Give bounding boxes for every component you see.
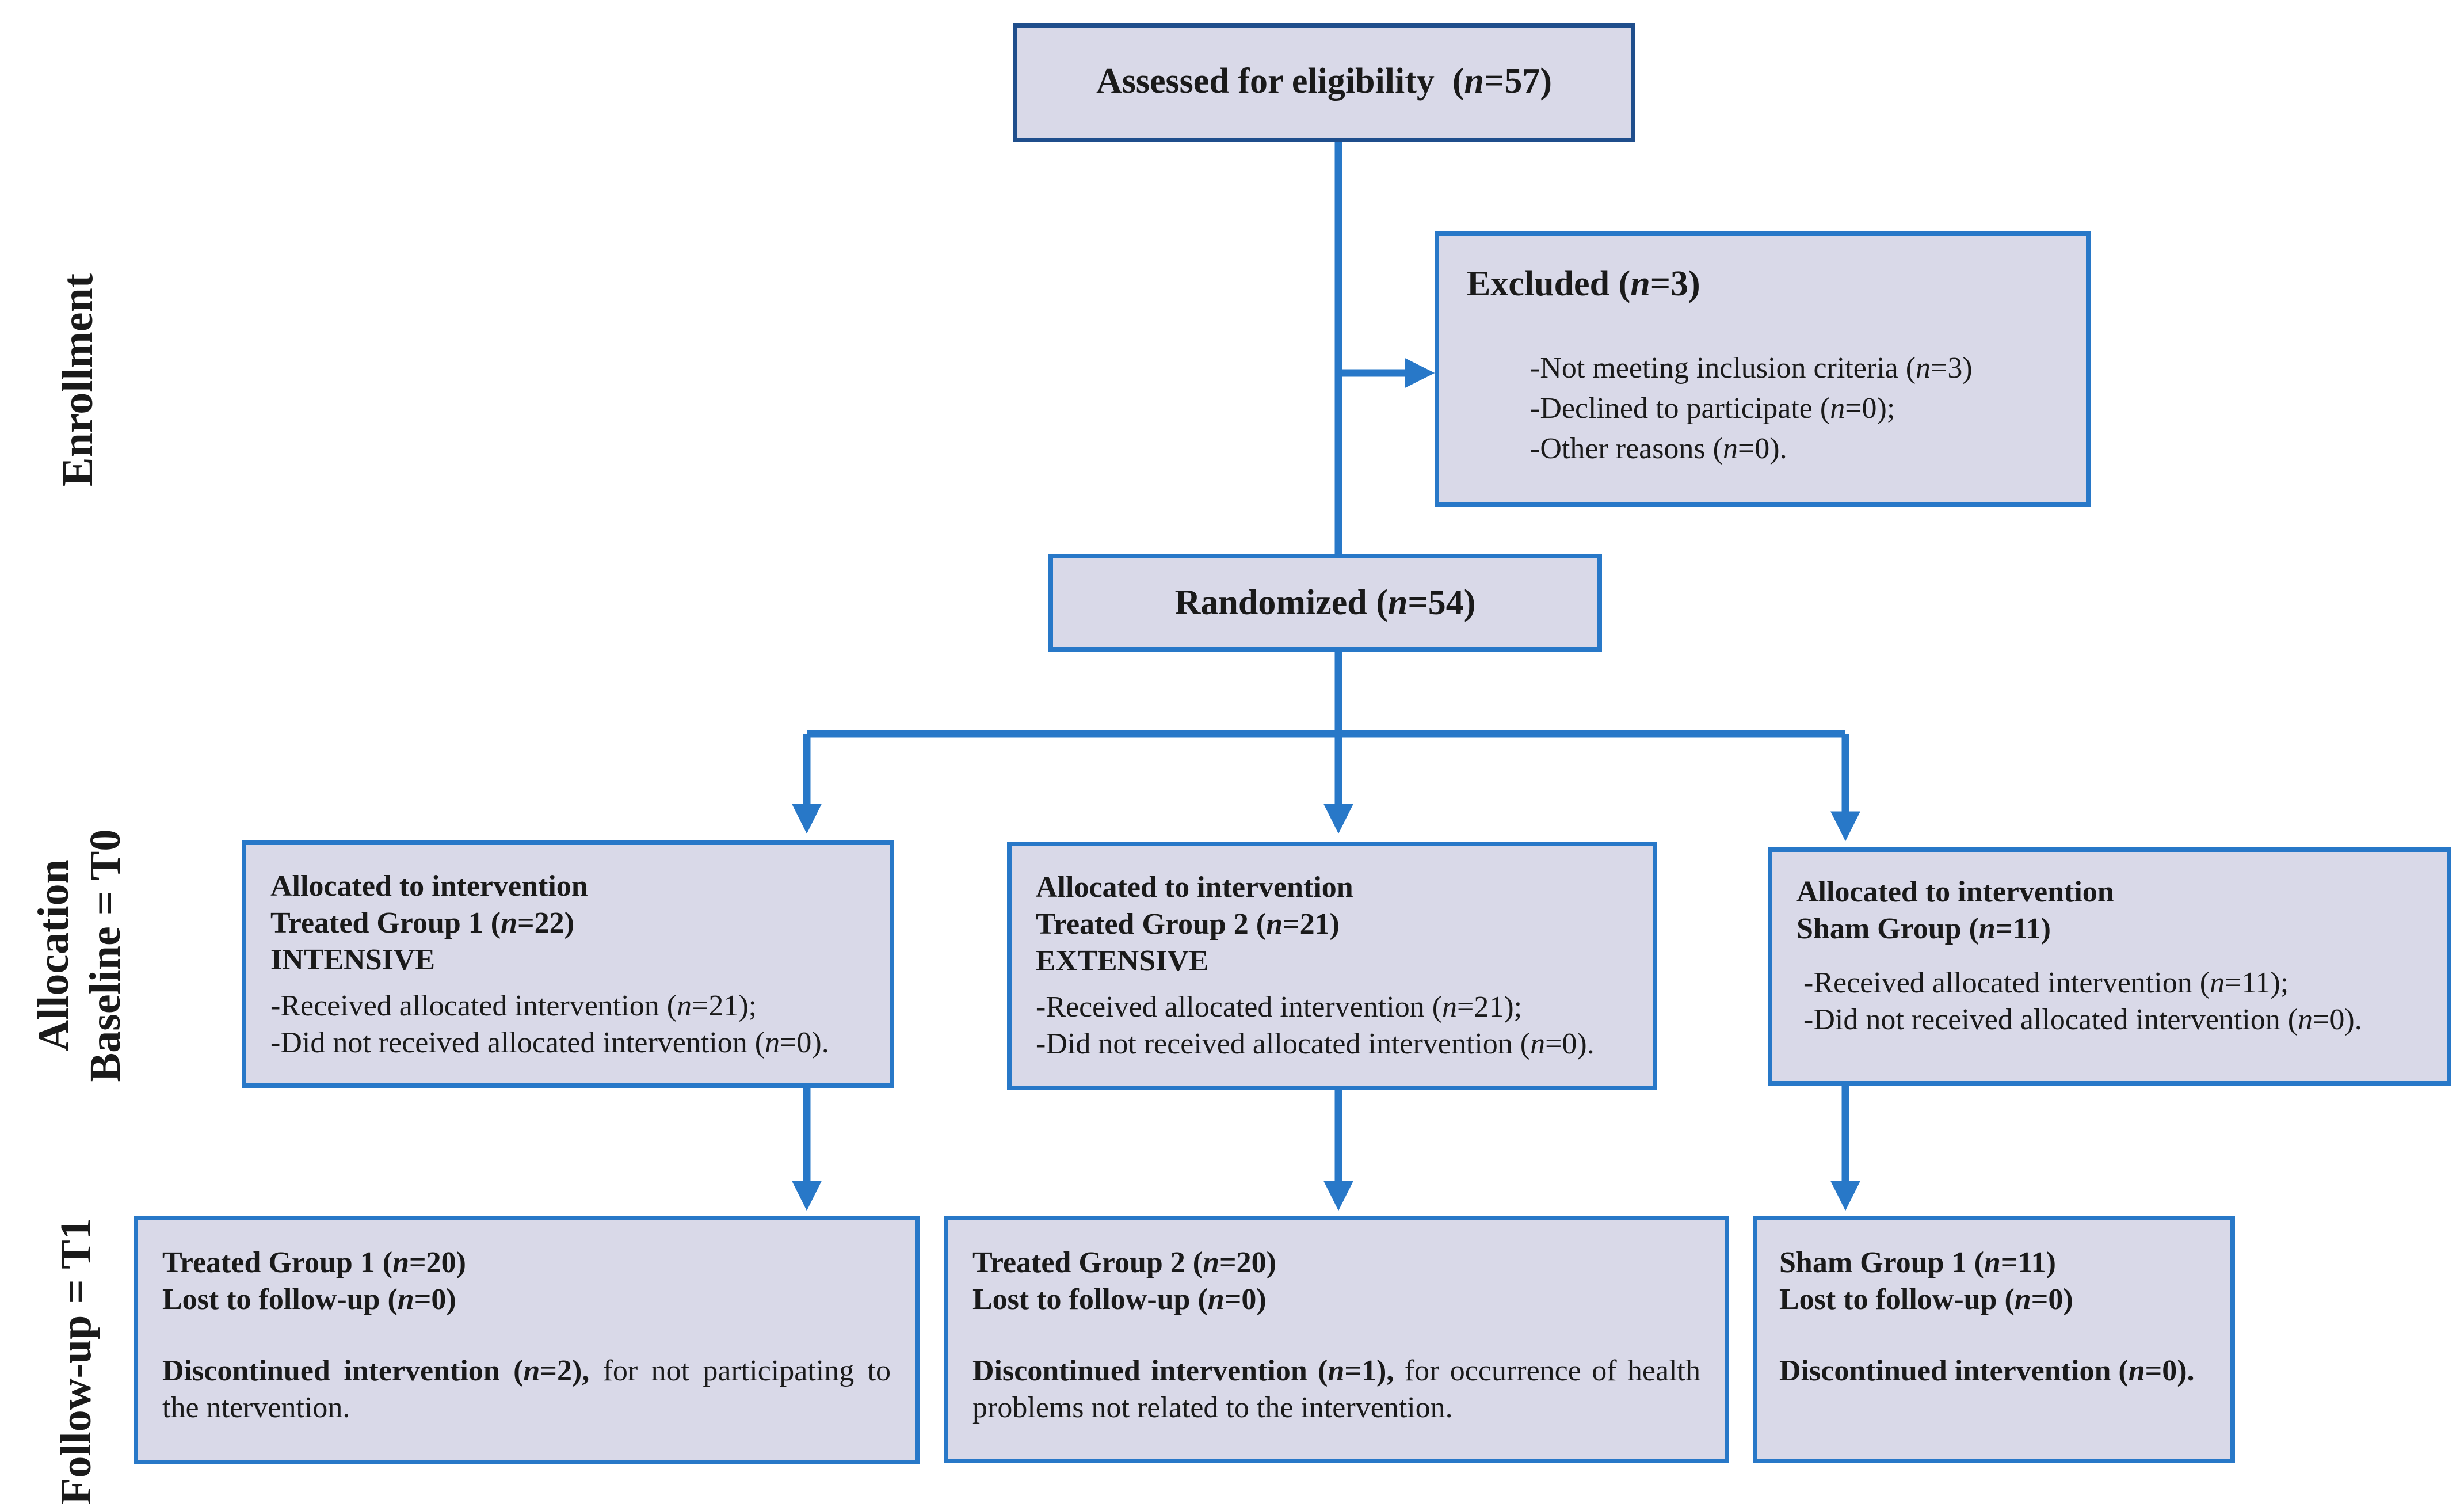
followup-box-sham: Sham Group 1 (n=11) Lost to follow-up (n… [1753,1216,2235,1463]
followup-group: Sham Group 1 (n=11) [1779,1246,2056,1279]
followup-lost: Lost to follow-up (n=0) [162,1283,456,1316]
allocation-type: INTENSIVE [270,943,436,976]
assessed-text: Assessed for eligibility (n=57) [1096,62,1552,101]
followup-discontinued: Discontinued intervention (n=1), for occ… [972,1354,1700,1424]
allocation-heading: Allocated to intervention [1036,871,1353,904]
excluded-reason: -Other reasons (n=0). [1530,432,1787,465]
allocation-not-received: -Did not received allocated intervention… [1803,1003,2362,1036]
excluded-reason: -Not meeting inclusion criteria (n=3) [1530,352,1973,385]
followup-box-group2: Treated Group 2 (n=20) Lost to follow-up… [944,1216,1729,1463]
phase-label-allocation: Allocation Baseline = T0 [29,829,129,1082]
randomized-box: Randomized (n=54) [1048,554,1602,652]
allocation-received: -Received allocated intervention (n=21); [1036,991,1523,1023]
allocation-box-group1: Allocated to intervention Treated Group … [242,840,894,1088]
phase-label-followup: Follow-up = T1 [52,1218,100,1505]
followup-discontinued: Discontinued intervention (n=2), for not… [162,1354,891,1424]
excluded-reason: -Declined to participate (n=0); [1530,392,1895,425]
followup-lost: Lost to follow-up (n=0) [1779,1283,2073,1316]
followup-group: Treated Group 2 (n=20) [972,1246,1276,1279]
allocation-received: -Received allocated intervention (n=21); [270,989,757,1022]
allocation-box-sham: Allocated to intervention Sham Group (n=… [1768,847,2451,1086]
allocation-type: EXTENSIVE [1036,945,1209,977]
phase-label-enrollment: Enrollment [54,273,102,487]
allocation-box-group2: Allocated to intervention Treated Group … [1007,842,1657,1090]
followup-discontinued: Discontinued intervention (n=0). [1779,1354,2195,1387]
allocation-received: -Received allocated intervention (n=11); [1803,966,2289,999]
excluded-title: Excluded (n=3) [1467,264,1700,303]
allocation-not-received: -Did not received allocated intervention… [1036,1027,1595,1060]
allocation-heading: Allocated to intervention [270,870,588,903]
allocation-group: Treated Group 1 (n=22) [270,907,574,939]
followup-group: Treated Group 1 (n=20) [162,1246,466,1279]
randomized-text: Randomized (n=54) [1174,583,1476,622]
excluded-reasons: -Not meeting inclusion criteria (n=3) -D… [1530,348,1973,469]
followup-box-group1: Treated Group 1 (n=20) Lost to follow-up… [134,1216,920,1464]
excluded-box: Excluded (n=3) -Not meeting inclusion cr… [1435,231,2091,507]
allocation-group: Treated Group 2 (n=21) [1036,908,1340,941]
assessed-box: Assessed for eligibility (n=57) [1013,23,1635,142]
allocation-group: Sham Group (n=11) [1796,912,2051,945]
allocation-heading: Allocated to intervention [1796,876,2114,908]
followup-lost: Lost to follow-up (n=0) [972,1283,1267,1316]
allocation-not-received: -Did not received allocated intervention… [270,1026,829,1059]
